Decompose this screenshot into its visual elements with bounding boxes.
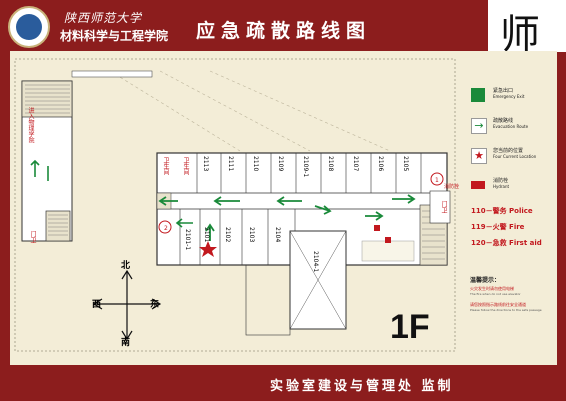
tip-elevator: 火灾发生时请勿使用电梯 The fire when do not use ele… (470, 286, 521, 296)
room-label: 2108 (327, 156, 334, 172)
legend-item-route: → 疏散路线 Evacuation Route (471, 118, 528, 134)
current-location-star-icon (199, 241, 217, 257)
footer-text: 实验室建设与管理处 监制 (270, 379, 454, 394)
phone-fire: 119－火警 Fire (471, 223, 525, 231)
room-label: 2109-1 (302, 156, 309, 178)
compass-west: 西 (92, 300, 102, 310)
room-label: 2110 (252, 156, 259, 172)
side-label-guard: 门卫 (29, 231, 36, 243)
room-label: 2105 (402, 156, 409, 172)
hydrant-map-label: 消防栓 (444, 184, 460, 190)
room-label: 2109 (277, 156, 284, 172)
header: 陕西师范大学 材料科学与工程学院 应急疏散路线图 师 (0, 0, 566, 58)
room-label: 2107 (352, 156, 359, 172)
room-label: 2101-1 (184, 229, 191, 251)
arrow-right-icon: → (471, 118, 487, 134)
room-label: 2111 (227, 156, 234, 172)
room-label: 2104-1 (312, 251, 319, 273)
compass-east: 东 (150, 300, 160, 310)
legend-item-hydrant: 消防栓 Hydrant (471, 178, 509, 189)
university-logo-icon (8, 6, 50, 48)
emergency-exit-icon (471, 88, 485, 102)
university-name: 陕西师范大学 (64, 11, 143, 25)
legend-item-exit: 紧急出口 Emergency Exit (471, 88, 524, 102)
college-name: 材料科学与工程学院 (60, 29, 169, 43)
room-label: 2106 (377, 156, 384, 172)
toilet-label: 卫生间 (162, 157, 169, 175)
svg-text:2: 2 (164, 225, 168, 232)
star-icon: ★ (471, 148, 487, 164)
svg-text:1: 1 (435, 177, 439, 184)
hydrant-icon (471, 181, 485, 189)
room-label: 2101 (203, 227, 210, 243)
phone-police: 110－警务 Police (471, 207, 533, 215)
compass (92, 269, 162, 341)
calligraphy-character: 师 (500, 12, 540, 58)
room-label: 2103 (248, 227, 255, 243)
page-title: 应急疏散路线图 (196, 20, 372, 42)
floor-number: 1F (390, 308, 430, 346)
phone-first-aid: 120－急救 First aid (471, 239, 542, 247)
room-label: 2113 (202, 156, 209, 172)
toilet-label: 卫生间 (182, 157, 189, 175)
tip-safe-passage: 请您按照指示路线前往安全通道 Please follow the directi… (470, 302, 542, 312)
room-label: 2102 (224, 227, 231, 243)
compass-south: 南 (121, 338, 131, 348)
legend-item-location: ★ 您当前的位置 Four Current Location (471, 148, 536, 164)
floor-plan-area: 2 1 2113 2111 2110 2109 2109-1 2108 2107… (10, 51, 557, 365)
room-label: 2104 (274, 227, 281, 243)
compass-north: 北 (121, 261, 131, 271)
calligraphy-panel (488, 0, 566, 52)
side-label-guard-right: 门卫 (440, 201, 447, 213)
tips-title: 温馨提示： (470, 277, 501, 284)
side-label-physics: 进入物理学院 (27, 107, 34, 143)
footer: 实验室建设与管理处 监制 (0, 365, 566, 401)
floor-plan: 2 1 (14, 58, 456, 352)
